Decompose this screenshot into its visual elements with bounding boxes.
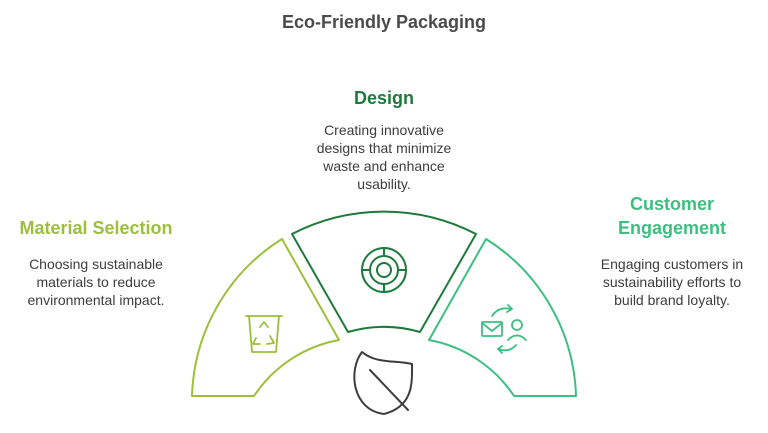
leaf-icon [353,351,414,415]
engagement-description-line: sustainability efforts to [602,274,742,290]
material-description-line: Choosing sustainable [29,256,163,272]
diagram-title: Eco-Friendly Packaging [281,12,487,32]
target-icon [361,247,407,293]
mail-user-cycle-icon [481,304,527,354]
design-description-line: designs that minimize [316,140,452,156]
material-description: Choosing sustainable materials to reduce… [4,255,188,309]
design-segment [291,210,477,333]
material-description-line: materials to reduce [36,274,156,290]
design-heading: Design [353,88,414,108]
recycle-bin-icon [245,315,283,353]
engagement-segment [428,238,577,397]
material-description-line: environmental impact. [27,292,165,308]
material-segment [191,238,340,397]
engagement-heading-line: Customer [629,194,714,214]
design-description-line: waste and enhance [323,158,445,174]
engagement-description: Engaging customers in sustainability eff… [572,255,768,309]
engagement-heading-line: Engagement [617,218,727,238]
engagement-heading: Customer Engagement [572,192,768,240]
design-description-line: Creating innovative [324,122,444,138]
design-description-line: usability. [357,176,411,192]
design-description: Creating innovative designs that minimiz… [284,121,484,193]
material-heading: Material Selection [19,218,173,238]
engagement-description-line: Engaging customers in [600,256,744,272]
engagement-description-line: build brand loyalty. [614,292,730,308]
